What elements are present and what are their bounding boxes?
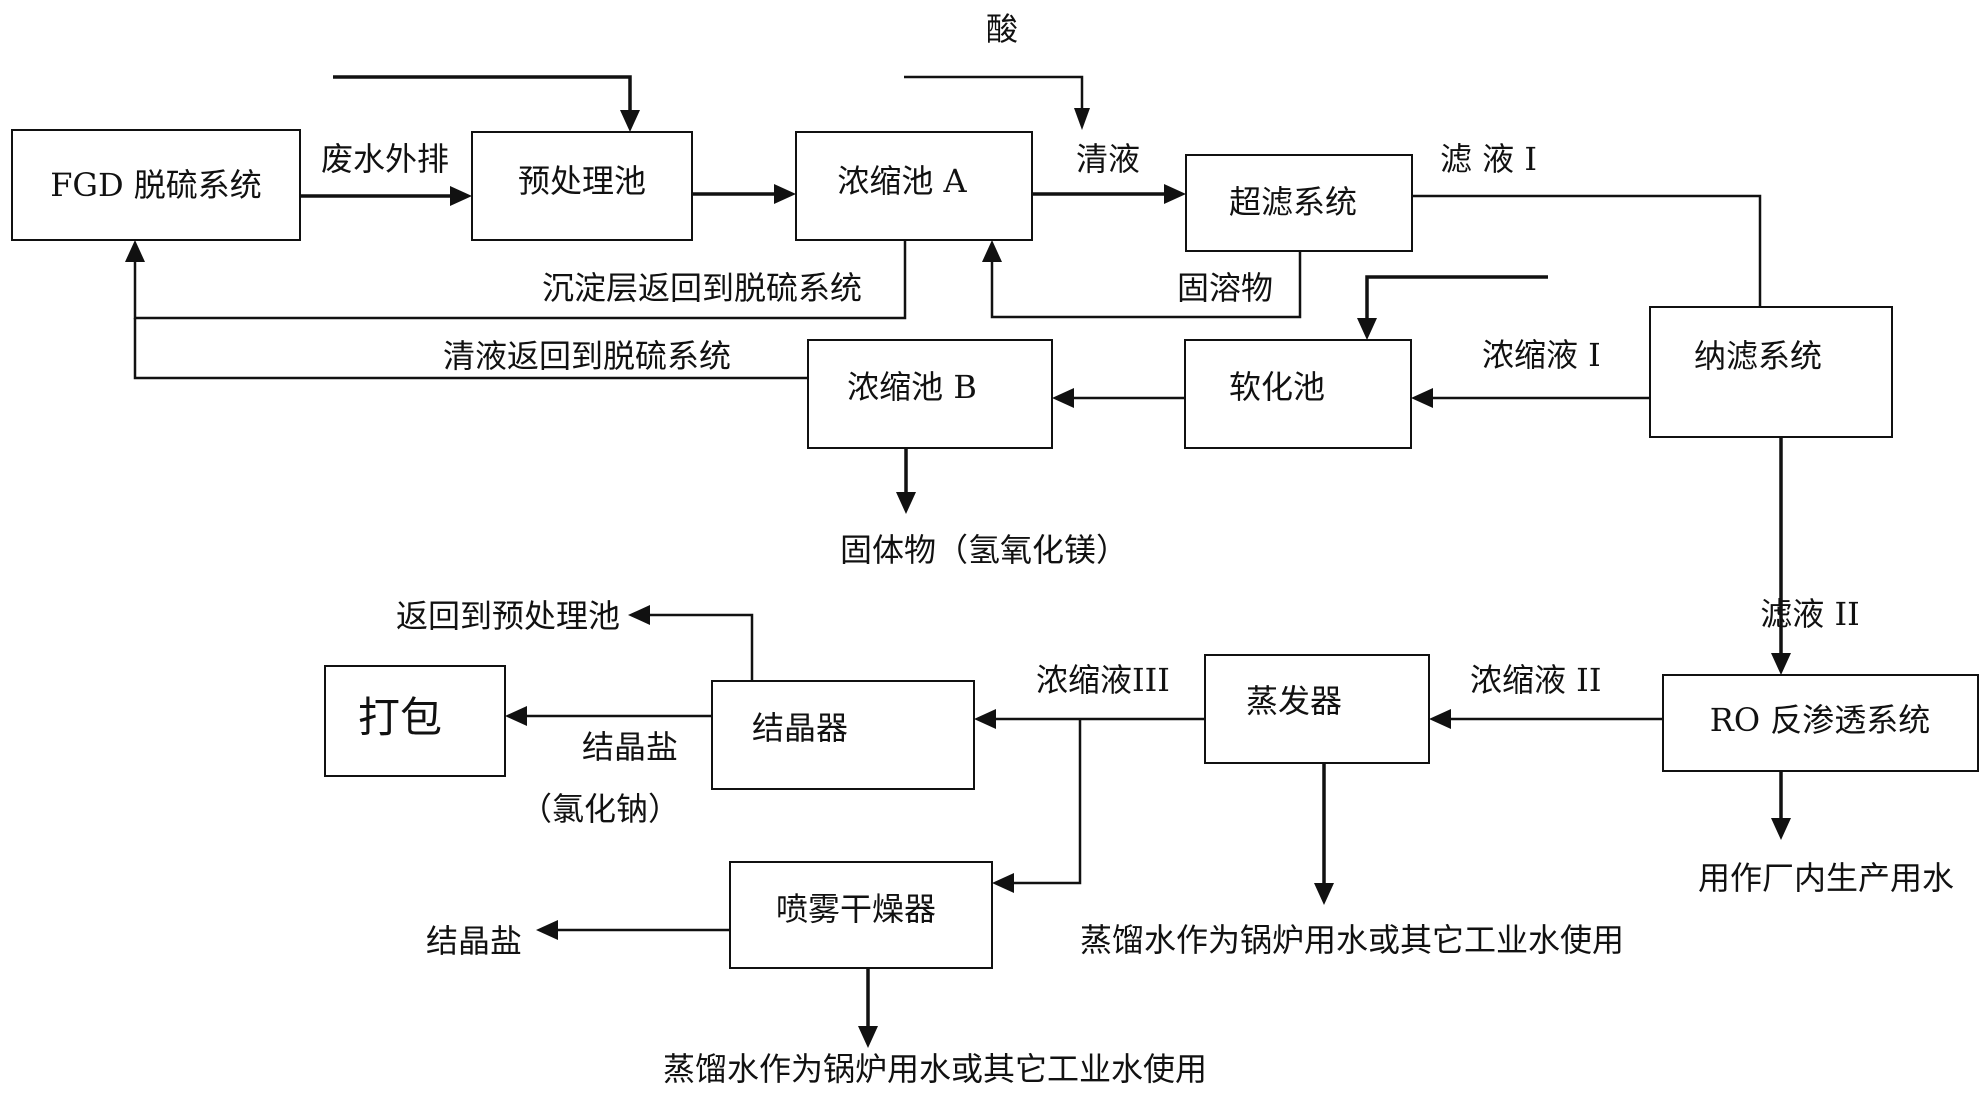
label-concentrate-2: 浓缩液 II [1470,661,1601,699]
box-ultrafilt-label: 超滤系统 [1229,183,1357,221]
arrow-return-pretreat [628,605,754,681]
box-pack: 打包 [324,665,506,777]
box-conc-a: 浓缩池 A [795,131,1033,241]
arrow-conc-b-to-solid [896,448,916,514]
label-return-pretreat: 返回到预处理池 [396,597,620,635]
box-conc-a-label: 浓缩池 A [837,162,967,200]
box-conc-b-label: 浓缩池 B [847,368,977,406]
arrow-solid-return [982,240,1302,319]
arrow-spray-to-salt [536,920,730,940]
box-ultrafilt: 超滤系统 [1185,154,1413,252]
box-soften-label: 软化池 [1229,368,1325,406]
box-crystallizer: 结晶器 [711,680,975,790]
label-wastewater-out: 废水外排 [321,140,449,178]
arrow-evaporator-to-crystallizer [974,709,1205,729]
box-nanofilt-label: 纳滤系统 [1694,337,1822,375]
arrow-spray-to-distilled [858,968,878,1048]
box-spray-dryer-label: 喷雾干燥器 [776,890,936,928]
arrow-acid-inlet [904,75,1090,130]
box-ro: RO 反渗透系统 [1662,674,1979,772]
box-conc-b: 浓缩池 B [807,339,1053,449]
label-distilled-2: 蒸馏水作为锅炉用水或其它工业水使用 [663,1050,1207,1088]
box-nanofilt: 纳滤系统 [1649,306,1893,438]
label-filtrate-2: 滤液 II [1760,595,1859,633]
label-clear-return: 清液返回到脱硫系统 [443,337,731,375]
label-concentrate-1: 浓缩液 I [1482,336,1601,374]
label-crystal-salt-2: 结晶盐 [426,922,522,960]
arrow-nanofilt-to-ro [1771,437,1791,675]
label-distilled-1: 蒸馏水作为锅炉用水或其它工业水使用 [1080,921,1624,959]
box-pretreat: 预处理池 [471,131,693,241]
box-ro-label: RO 反渗透系统 [1710,701,1931,739]
arrow-conc-a-to-ultrafilt [1032,184,1186,204]
arrow-sediment-return [125,240,907,320]
arrow-to-spray-dryer [992,719,1082,893]
arrow-ro-to-plant-water [1771,771,1791,840]
label-crystal-salt-1: 结晶盐 [582,728,678,766]
box-evaporator: 蒸发器 [1204,654,1430,764]
label-filtrate-1: 滤 液 I [1440,140,1537,178]
box-evaporator-label: 蒸发器 [1246,682,1342,720]
arrow-evaporator-to-distilled [1314,763,1334,905]
arrow-crystallizer-to-pack [505,706,712,726]
label-solid-mgoh: 固体物（氢氧化镁） [840,531,1128,569]
line-ultrafilt-to-nanofilt [1412,194,1762,307]
box-crystallizer-label: 结晶器 [752,709,848,747]
arrow-ro-to-evaporator [1429,709,1663,729]
arrow-inlet-pretreat [333,75,640,132]
label-plant-water: 用作厂内生产用水 [1698,859,1954,897]
arrow-fgd-to-pretreat [300,186,472,206]
arrow-soften-to-conc-b [1052,388,1185,408]
label-solid-dissolved: 固溶物 [1177,269,1273,307]
label-nacl: （氯化钠） [520,790,680,828]
label-acid: 酸 [986,10,1018,48]
box-pack-label: 打包 [358,693,442,742]
label-clear-liquid: 清液 [1076,140,1140,178]
label-concentrate-3: 浓缩液III [1036,661,1170,699]
label-sediment-return: 沉淀层返回到脱硫系统 [542,269,862,307]
arrow-pretreat-to-conc-a [692,184,796,204]
arrow-nanofilt-to-soften [1411,388,1650,408]
box-fgd-label: FGD 脱硫系统 [50,166,262,204]
box-soften: 软化池 [1184,339,1412,449]
box-fgd: FGD 脱硫系统 [11,129,301,241]
line-clear-return [133,318,808,380]
arrow-inlet-soften [1357,275,1548,340]
box-spray-dryer: 喷雾干燥器 [729,861,993,969]
box-pretreat-label: 预处理池 [518,162,646,200]
